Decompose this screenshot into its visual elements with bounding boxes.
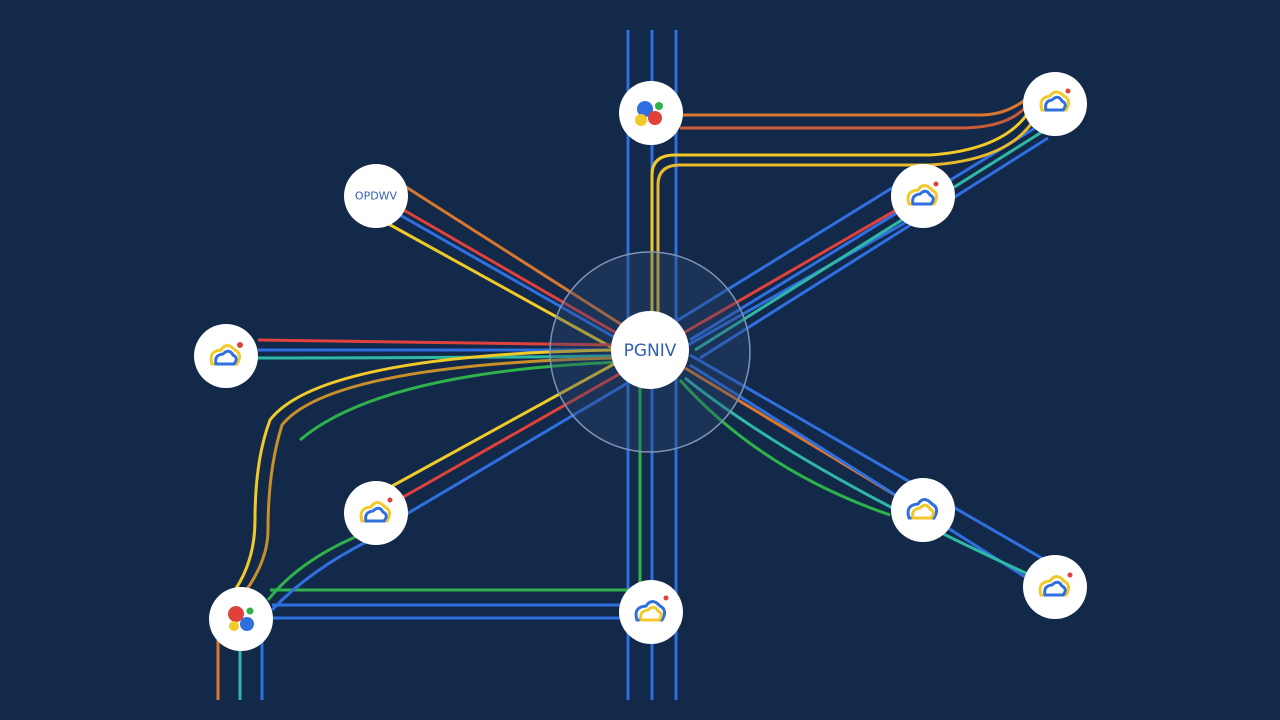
line-hub-upper-right-blue-2	[687, 218, 911, 347]
line-hub-mid-left-teal	[257, 354, 616, 360]
line-top-center-top-right-orange	[680, 98, 1026, 117]
line-hub-upper-left-yellow	[384, 220, 621, 354]
line-hub-bottom-left-orange	[243, 356, 616, 593]
cloud-icon	[209, 342, 243, 366]
google-colors-drop-icon	[635, 101, 663, 126]
line-hub-upper-right-red	[679, 203, 906, 337]
line-lower-left-bottom-left-green	[266, 533, 361, 601]
hub-label: PGNIV	[624, 341, 677, 361]
line-top-center-top-right-red	[680, 106, 1027, 130]
cloud-icon	[1039, 88, 1071, 112]
node-top-right[interactable]	[1023, 72, 1087, 136]
cloud-icon	[634, 595, 669, 622]
node-upper-left-label: OPDWV	[355, 190, 398, 203]
nodes: PGNIV OPDWV	[194, 72, 1087, 651]
node-lower-left[interactable]	[344, 481, 408, 545]
node-mid-left[interactable]	[194, 324, 258, 388]
line-hub-mid-left-red	[257, 338, 616, 347]
line-hub-bottom-right-blue-1	[689, 353, 1046, 562]
line-hub-lower-left-red	[397, 366, 631, 502]
hub-node[interactable]: PGNIV	[611, 311, 689, 389]
line-top-center-top-right-yellow	[650, 109, 1032, 330]
cloud-icon	[359, 497, 393, 523]
node-upper-right[interactable]	[891, 164, 955, 228]
line-hub-bottom-left-green	[299, 360, 621, 442]
line-hub-bottom-right-teal	[684, 376, 1031, 577]
line-hub-upper-left-red	[394, 203, 626, 340]
cloud-icon	[1038, 572, 1073, 597]
line-hub-upper-left-blue	[399, 213, 629, 347]
line-hub-lower-right-green	[678, 379, 891, 517]
line-hub-upper-right-blue-1	[669, 178, 906, 327]
line-lower-left-bottom-left-blue	[270, 538, 371, 612]
node-top-center[interactable]	[619, 81, 683, 145]
google-colors-drop-icon	[228, 606, 254, 631]
node-lower-right[interactable]	[891, 478, 955, 542]
line-hub-top-right-blue-2	[699, 136, 1049, 360]
line-hub-upper-left-orange	[394, 178, 631, 332]
line-hub-top-right-blue-1	[689, 123, 1041, 342]
cloud-icon	[906, 498, 939, 520]
node-upper-left[interactable]: OPDWV	[344, 164, 408, 228]
line-hub-lower-left-blue	[404, 376, 637, 517]
node-bottom-right[interactable]	[1023, 555, 1087, 619]
node-bottom-left[interactable]	[209, 587, 273, 651]
line-hub-top-right-teal	[694, 128, 1046, 352]
line-hub-bottom-right-blue-2	[689, 363, 1031, 582]
node-bottom-center[interactable]	[619, 580, 683, 644]
line-hub-bottom-left-yellow	[233, 348, 616, 591]
line-hub-lower-left-yellow	[384, 356, 626, 492]
cloud-icon	[906, 181, 939, 206]
